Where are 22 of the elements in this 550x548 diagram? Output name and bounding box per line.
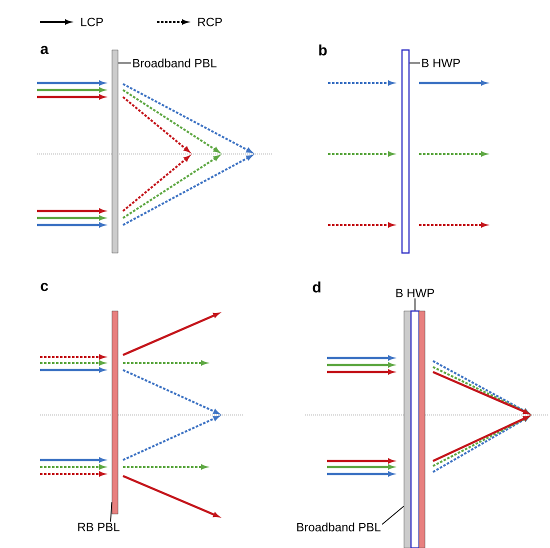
leader-line <box>118 62 132 64</box>
legend-text: LCP <box>81 18 103 26</box>
part-label: Broadband PBL <box>297 522 380 532</box>
part-label: RB PBL <box>78 522 120 532</box>
leader-line <box>382 506 404 525</box>
part-label: B HWP <box>396 288 434 298</box>
panel-letter: b <box>319 44 327 56</box>
legend-text: RCP <box>198 18 222 26</box>
plate <box>404 310 412 548</box>
leader-line <box>414 298 416 311</box>
plate <box>418 310 426 548</box>
leader-line <box>110 502 112 522</box>
part-label: B HWP <box>422 58 460 68</box>
part-label: Broadband PBL <box>133 58 216 68</box>
plate <box>112 50 118 254</box>
plate <box>112 310 118 514</box>
panel-letter: a <box>40 46 49 54</box>
plate <box>410 310 420 548</box>
plate <box>401 49 410 254</box>
leader-line <box>409 62 420 64</box>
panel-letter: c <box>40 282 48 292</box>
panel-letter: d <box>312 281 320 292</box>
